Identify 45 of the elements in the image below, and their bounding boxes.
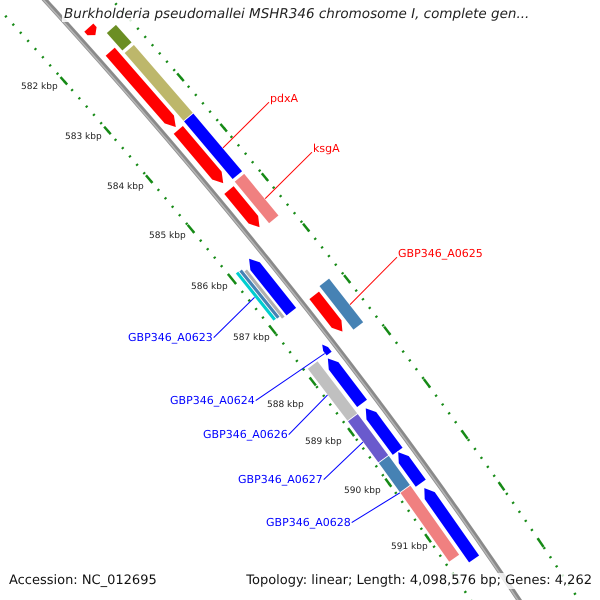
- gene-segment: [397, 451, 427, 488]
- scale-label: 585 kbp: [149, 231, 186, 242]
- gene-segment: [234, 172, 280, 224]
- scale-label: 582 kbp: [21, 82, 58, 93]
- gene-segment: [308, 290, 344, 333]
- gene-segment: [321, 343, 333, 357]
- scale-label: 589 kbp: [305, 437, 342, 448]
- gene-segment: [326, 357, 368, 408]
- gene-segment: [318, 277, 364, 331]
- leader-line: [288, 394, 328, 436]
- gene-segment: [83, 22, 98, 36]
- scale-label: 583 kbp: [65, 132, 102, 143]
- gene-segment: [106, 24, 133, 52]
- gene-segment: [306, 360, 358, 422]
- gene-segment: [346, 412, 390, 464]
- gene-label: GBP346_A0628: [266, 516, 351, 530]
- gene-label: GBP346_A0623: [128, 331, 213, 344]
- scale-label: 586 kbp: [191, 282, 228, 293]
- leader-line: [255, 353, 326, 402]
- gene-label: pdxA: [270, 92, 298, 106]
- gene-segment: [104, 46, 177, 128]
- gene-label: ksgA: [313, 142, 340, 156]
- gene-label: GBP346_A0624: [170, 394, 255, 408]
- scale-label: 591 kbp: [391, 542, 428, 553]
- gene-segment: [182, 112, 244, 180]
- leader-line: [222, 102, 270, 148]
- gene-segment: [364, 407, 404, 456]
- gene-segment: [172, 124, 224, 184]
- gene-label: GBP346_A0626: [203, 428, 288, 442]
- leader-line: [213, 296, 255, 338]
- scale-label: 587 kbp: [233, 333, 270, 344]
- accession-text: Accession: NC_012695: [9, 573, 157, 589]
- gene-segment: [248, 258, 298, 317]
- scale-label: 584 kbp: [107, 182, 144, 193]
- leader-line: [351, 492, 400, 524]
- leader-line: [350, 256, 398, 306]
- genome-summary-text: Topology: linear; Length: 4,098,576 bp; Genes: 4,262: [246, 573, 592, 589]
- gene-segment: [124, 44, 194, 122]
- scale-label: 590 kbp: [344, 486, 381, 497]
- gene-segment: [223, 185, 260, 228]
- scale-label: 588 kbp: [267, 400, 304, 411]
- gene-label: GBP346_A0627: [238, 473, 323, 486]
- leader-line: [264, 152, 312, 200]
- leader-line: [323, 442, 364, 480]
- gene-label: GBP346_A0625: [398, 247, 483, 260]
